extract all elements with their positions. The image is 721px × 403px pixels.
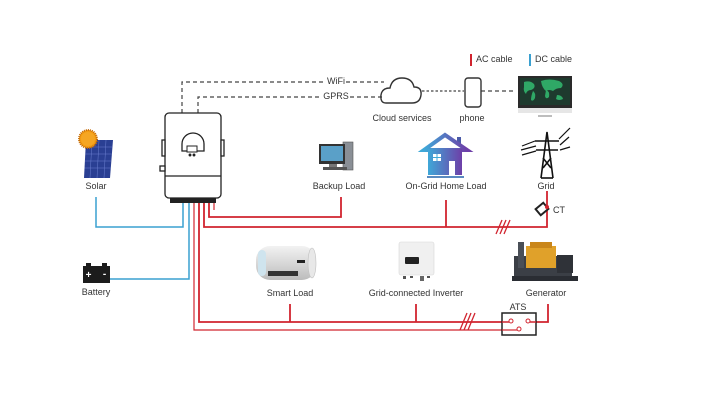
- grid-label: Grid: [537, 181, 555, 191]
- dc-cable-battery: [110, 203, 190, 280]
- legend-ac-label: AC cable: [476, 54, 513, 64]
- monitor-world-map-icon: [518, 76, 572, 117]
- cloud-icon: [380, 77, 422, 104]
- ac-cable-ats-output: [193, 203, 519, 331]
- gprs-line: [197, 96, 322, 113]
- grid-inverter-label: Grid-connected Inverter: [368, 288, 464, 298]
- phone-label: phone: [459, 113, 485, 123]
- smart-load-label: Smart Load: [266, 288, 314, 298]
- three-phase-marks: [459, 219, 511, 331]
- ac-cables: [193, 191, 549, 331]
- grid-tie-inverter-icon: [398, 241, 435, 281]
- wifi-line: [181, 81, 326, 113]
- svg-text:-: -: [103, 269, 106, 280]
- solar-label: Solar: [85, 181, 107, 191]
- transfer-switch-icon: [501, 312, 537, 336]
- gprs-label: GPRS: [323, 91, 349, 101]
- cloud-services-label: Cloud services: [372, 113, 432, 123]
- ct-label: CT: [553, 205, 565, 215]
- battery-icon: + -: [83, 263, 110, 283]
- dc-cables: [95, 197, 190, 280]
- ac-cable-generator-bus: [198, 203, 513, 323]
- power-tower-icon: [520, 127, 571, 179]
- ac-cable-backup-load: [208, 197, 342, 218]
- solar-panel-icon: [78, 129, 113, 179]
- home-load-label: On-Grid Home Load: [405, 181, 487, 191]
- generator-label: Generator: [525, 288, 567, 298]
- hybrid-inverter-icon: [159, 112, 225, 203]
- ac-cable-grid: [203, 203, 548, 228]
- three-phase-mark-lower: [459, 312, 476, 331]
- backup-load-label: Backup Load: [312, 181, 366, 191]
- wifi-label: WiFi: [327, 76, 345, 86]
- smartphone-icon: [464, 77, 482, 108]
- water-heater-icon: [256, 246, 317, 280]
- desktop-computer-icon: [319, 141, 354, 171]
- dc-cable-solar: [95, 197, 184, 228]
- comm-lines: [181, 81, 516, 113]
- current-transformer-icon: [534, 201, 550, 217]
- ats-label: ATS: [509, 302, 527, 312]
- generator-icon: [512, 242, 578, 281]
- legend-dc-label: DC cable: [535, 54, 573, 64]
- svg-text:+: +: [86, 270, 92, 281]
- legend: [470, 54, 531, 66]
- battery-label: Battery: [81, 287, 111, 297]
- house-icon: [417, 132, 474, 178]
- three-phase-mark-upper: [495, 219, 511, 235]
